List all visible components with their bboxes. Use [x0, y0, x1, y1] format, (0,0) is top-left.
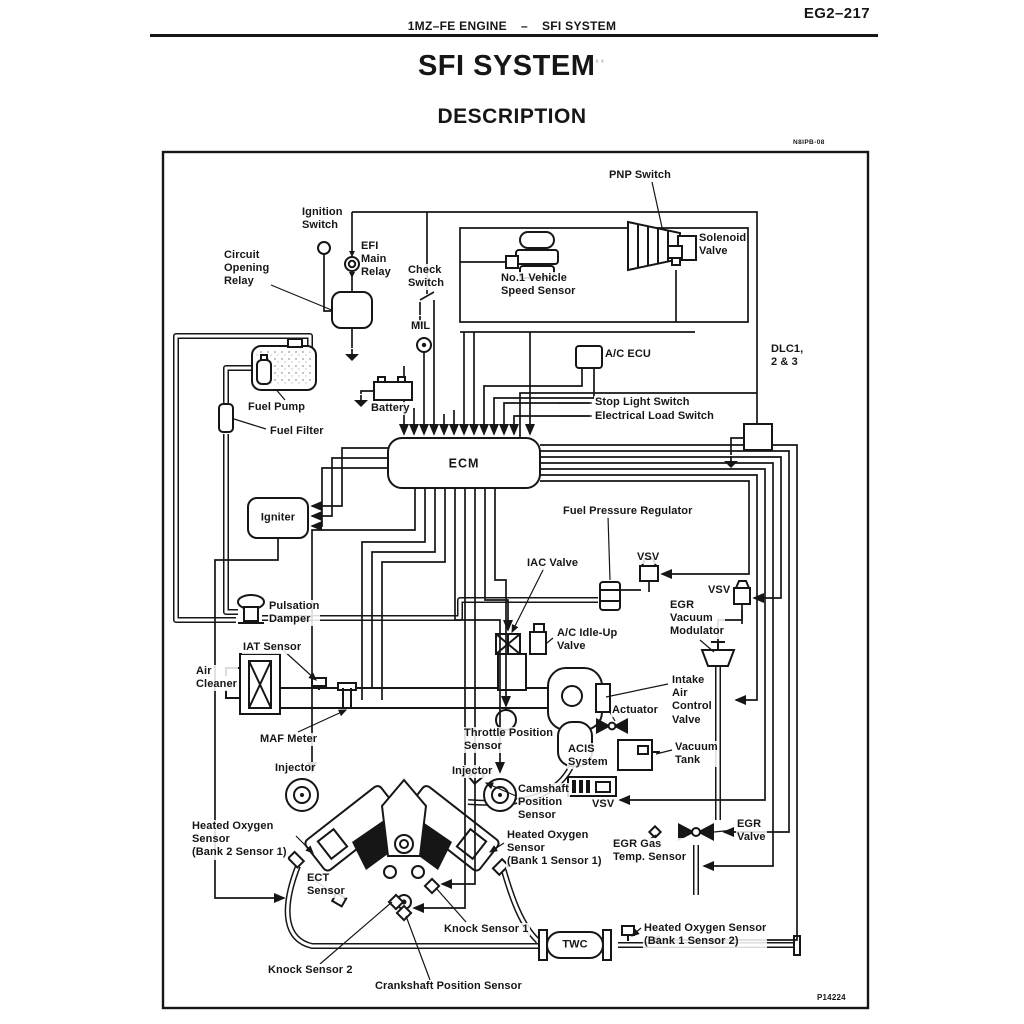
ac-idle-up-valve-body — [529, 623, 547, 655]
acis-actuator — [596, 718, 628, 734]
circuit-opening-relay-box — [331, 291, 373, 329]
label-ignition-switch: Ignition Switch — [301, 206, 344, 233]
label-mil: MIL — [410, 320, 432, 334]
dlc-box — [743, 423, 773, 451]
label-camshaft-position-sensor: Camshaft Position Sensor — [517, 783, 570, 823]
vacuum-tank-body — [617, 739, 660, 771]
label-battery: Battery — [370, 402, 411, 416]
acis-vsv-body — [567, 776, 617, 797]
running-header-separator: – — [520, 19, 528, 33]
heated-oxygen-sensor-b1s1-body — [491, 857, 510, 877]
mil-symbol — [416, 337, 432, 353]
scan-artifact: '' — [595, 56, 607, 72]
fuel-tank-body — [251, 338, 317, 391]
label-fuel-pump: Fuel Pump — [247, 401, 307, 415]
label-ac-idle-up-valve: A/C Idle-Up Valve — [556, 627, 619, 654]
label-vsv-3: VSV — [591, 798, 616, 812]
label-air-cleaner: Air Cleaner — [195, 665, 239, 692]
battery-body — [373, 376, 413, 401]
label-knock-sensor-2: Knock Sensor 2 — [267, 964, 354, 978]
label-fuel-filter: Fuel Filter — [269, 425, 325, 439]
label-fuel-pressure-regulator: Fuel Pressure Regulator — [562, 505, 694, 519]
ignition-switch-symbol — [317, 241, 331, 255]
label-check-switch: Check Switch — [407, 264, 446, 291]
label-intake-air-control-valve: Intake Air Control Valve — [671, 674, 713, 727]
knock-sensor-1-body — [423, 877, 441, 895]
page-title: SFI SYSTEM'' — [417, 50, 607, 82]
throttle-body — [495, 653, 527, 731]
label-pnp-switch: PNP Switch — [608, 169, 672, 183]
label-pulsation-damper: Pulsation Damper — [268, 600, 321, 627]
efi-main-relay-symbol — [344, 251, 360, 278]
pulsation-damper-body — [237, 594, 265, 624]
label-ecm: ECM — [448, 456, 480, 471]
header-rule — [150, 34, 878, 37]
label-heated-oxygen-sensor-b1s1: Heated Oxygen Sensor (Bank 1 Sensor 1) — [506, 829, 603, 869]
running-header: 1MZ–FE ENGINE–SFI SYSTEM — [0, 19, 1024, 33]
electrical-components — [247, 220, 773, 539]
label-egr-vacuum-modulator: EGR Vacuum Modulator — [669, 599, 726, 639]
igniter-box — [247, 497, 309, 539]
heated-oxygen-sensor-b2s1-body — [286, 850, 306, 869]
label-acis-system: ACIS System — [567, 743, 609, 770]
label-heated-oxygen-sensor-b1s2: Heated Oxygen Sensor (Bank 1 Sensor 2) — [643, 922, 768, 949]
label-vsv-1: VSV — [636, 551, 661, 565]
label-knock-sensor-1: Knock Sensor 1 — [443, 923, 530, 937]
label-vacuum-tank: Vacuum Tank — [674, 741, 719, 768]
label-igniter: Igniter — [260, 511, 296, 524]
label-stop-light-switch: Stop Light Switch — [594, 396, 691, 410]
twc-capsule — [538, 925, 801, 961]
ac-ecu-box — [575, 345, 603, 369]
diagram-frame — [161, 150, 870, 1010]
label-ect-sensor: ECT Sensor — [306, 872, 346, 899]
label-efi-main-relay: EFI Main Relay — [360, 240, 392, 280]
label-circuit-opening-relay: Circuit Opening Relay — [223, 249, 271, 289]
label-electrical-load-switch: Electrical Load Switch — [594, 410, 715, 424]
label-heated-oxygen-sensor-b2s1: Heated Oxygen Sensor (Bank 2 Sensor 1) — [191, 820, 288, 860]
label-iac-valve: IAC Valve — [526, 557, 580, 571]
ecm-box — [387, 437, 541, 489]
heated-oxygen-sensor-b1s2-body — [621, 925, 635, 941]
page-code: EG2–217 — [803, 5, 870, 22]
crankshaft-position-sensor-body — [395, 904, 413, 922]
egr-gas-temp-sensor-fitting — [647, 824, 663, 840]
label-ac-ecu: A/C ECU — [604, 348, 652, 362]
label-iat-sensor: IAT Sensor — [242, 641, 303, 655]
label-injector-1: Injector — [274, 762, 317, 776]
figure-code: P14224 — [817, 993, 846, 1002]
label-no1-vehicle-speed-sensor: No.1 Vehicle Speed Sensor — [500, 272, 577, 299]
page-subtitle: DESCRIPTION — [437, 105, 587, 128]
air-cleaner-box — [225, 653, 281, 715]
label-actuator: Actuator — [611, 704, 660, 718]
transmission-body — [627, 220, 697, 272]
label-twc: TWC — [562, 938, 588, 951]
label-crankshaft-position-sensor: Crankshaft Position Sensor — [374, 980, 523, 994]
label-vsv-2: VSV — [707, 584, 732, 598]
egr-valve-body — [678, 823, 714, 841]
label-injector-2: Injector — [451, 765, 494, 779]
running-header-left: 1MZ–FE ENGINE — [407, 19, 507, 33]
vsv-2-body — [733, 580, 751, 624]
label-maf-meter: MAF Meter — [259, 733, 319, 747]
maf-meter-body — [337, 682, 357, 708]
knock-sensor-2-body — [387, 893, 405, 911]
solenoid-valve-body — [667, 245, 683, 266]
label-dlc: DLC1, 2 & 3 — [770, 343, 805, 370]
plate-code: N8IPB-08 — [793, 139, 825, 146]
fuel-pump-body — [256, 354, 272, 385]
label-solenoid-valve: Solenoid Valve — [698, 232, 748, 259]
label-egr-gas-temp-sensor: EGR Gas Temp. Sensor — [612, 838, 688, 865]
fuel-pressure-regulator-body — [599, 581, 641, 611]
label-throttle-position-sensor: Throttle Position Sensor — [463, 727, 555, 754]
fuel-filter-body — [218, 403, 234, 433]
running-header-right: SFI SYSTEM — [541, 19, 617, 33]
label-egr-valve: EGR Valve — [736, 818, 767, 845]
